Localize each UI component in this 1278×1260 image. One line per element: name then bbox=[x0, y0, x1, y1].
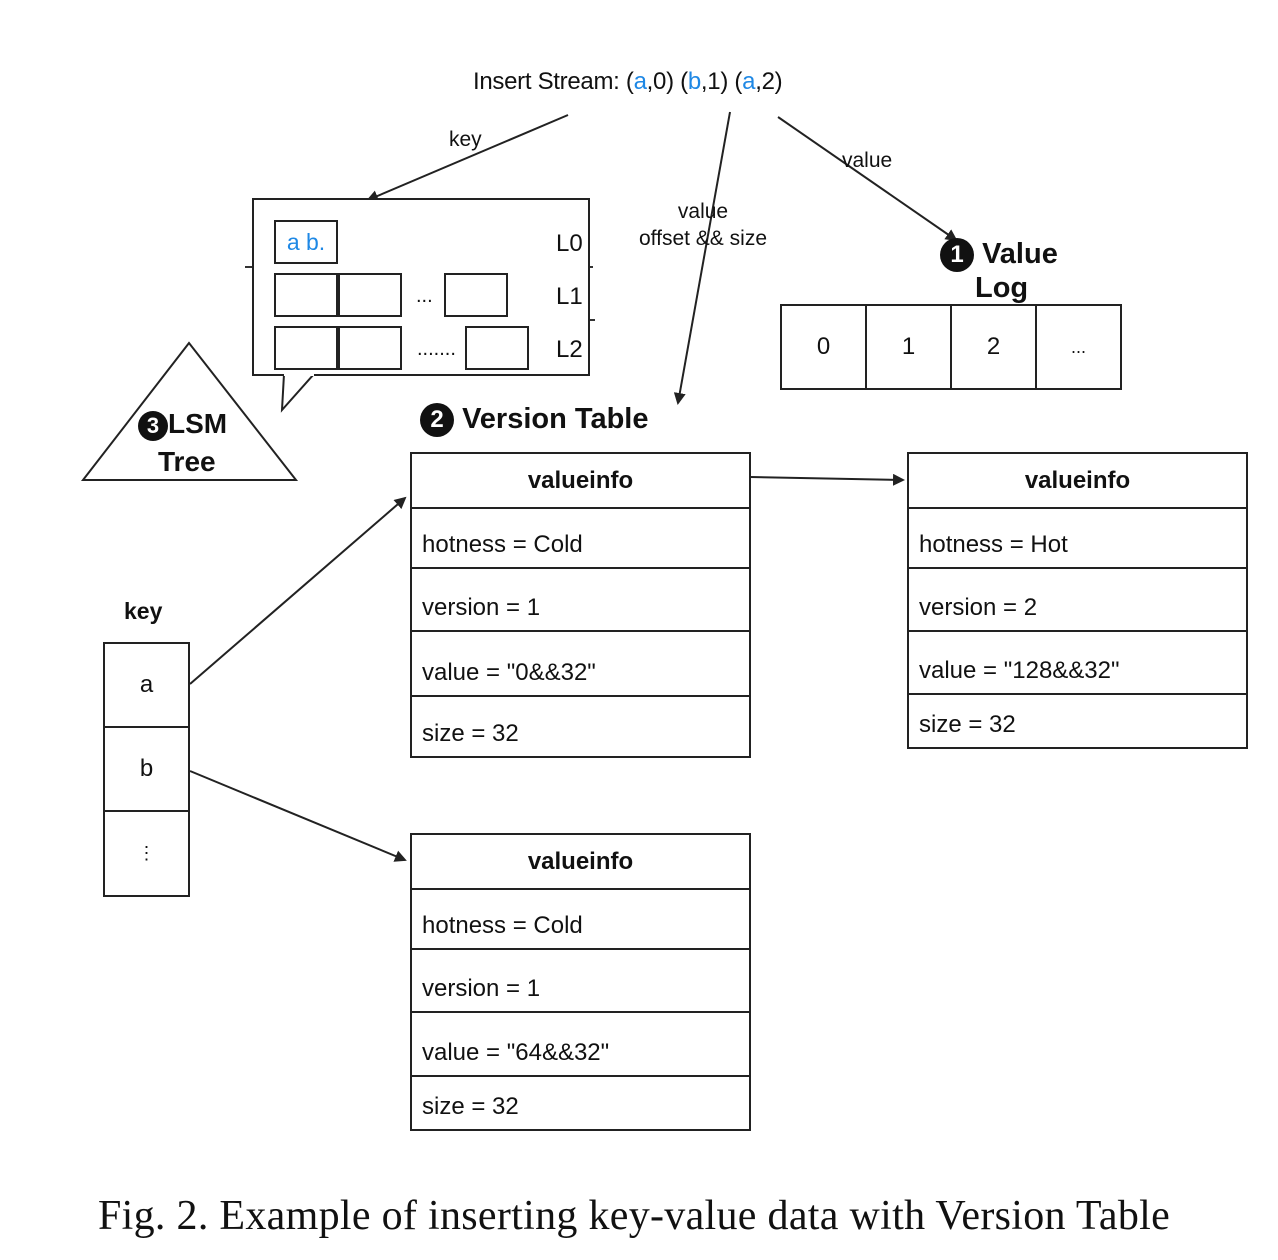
hotness-field: hotness = Cold bbox=[412, 890, 749, 950]
step-2-badge: 2 bbox=[420, 403, 454, 438]
valueinfo-header: valueinfo bbox=[909, 454, 1246, 509]
key-column-header: key bbox=[124, 598, 163, 624]
edge-label-key: key bbox=[449, 128, 482, 151]
log-slot: 0 bbox=[782, 306, 867, 388]
l1-sstable-cell bbox=[274, 273, 338, 317]
lsm-box-tail bbox=[280, 374, 316, 413]
size-field: size = 32 bbox=[422, 1093, 519, 1120]
l1-dots: ... bbox=[416, 285, 433, 307]
stream-key: a bbox=[742, 68, 756, 95]
edge-label-offset: value offset && size bbox=[638, 200, 767, 250]
value-log-title: 1 Value bbox=[940, 238, 1058, 273]
value-field: value = "0&&32" bbox=[412, 632, 749, 697]
version-field: version = 1 bbox=[412, 569, 749, 632]
lsm-tree-title-line2: Tree bbox=[158, 446, 216, 477]
stream-version: 0 bbox=[653, 68, 667, 95]
l1-sstable-cell bbox=[444, 273, 508, 317]
lsm-levels-box: a b. L0 ... L1 ....... L2 bbox=[252, 198, 590, 376]
arrow-value-to-log bbox=[777, 116, 958, 242]
insert-stream-label: Insert Stream: (a,0) (b,1) (a,2) bbox=[473, 68, 783, 95]
stream-key: a bbox=[633, 68, 647, 95]
stream-version: 1 bbox=[707, 68, 721, 95]
arrow-offset-to-version-table bbox=[673, 111, 731, 405]
figure-caption: Fig. 2. Example of inserting key-value d… bbox=[98, 1193, 1171, 1239]
l2-sstable-cell bbox=[465, 326, 529, 370]
value-log: 0 1 2 ... bbox=[780, 304, 1122, 390]
step-3-badge: 3 bbox=[138, 410, 168, 441]
l2-dots: ....... bbox=[417, 338, 456, 360]
stream-key: b bbox=[687, 68, 701, 95]
size-field: size = 32 bbox=[919, 711, 1016, 738]
valueinfo-a-v1: valueinfo hotness = Cold version = 1 val… bbox=[410, 452, 751, 758]
edge-label-value: value bbox=[842, 149, 893, 172]
value-field: value = "64&&32" bbox=[412, 1013, 749, 1077]
key-cell-a: a bbox=[105, 644, 188, 728]
valueinfo-header: valueinfo bbox=[412, 835, 749, 890]
key-cell-b: b bbox=[105, 728, 188, 812]
version-table-title: 2 Version Table bbox=[420, 403, 648, 438]
valueinfo-a-v2: valueinfo hotness = Hot version = 2 valu… bbox=[907, 452, 1248, 749]
step-1-badge: 1 bbox=[940, 238, 974, 273]
valueinfo-b-v1: valueinfo hotness = Cold version = 1 val… bbox=[410, 833, 751, 1131]
stream-version: 2 bbox=[761, 68, 775, 95]
insert-stream-prefix: Insert Stream: bbox=[473, 68, 626, 95]
hotness-field: hotness = Cold bbox=[412, 509, 749, 569]
level-label-l1: L1 bbox=[556, 283, 583, 310]
level-label-l2: L2 bbox=[556, 336, 583, 363]
version-field: version = 1 bbox=[412, 950, 749, 1013]
valueinfo-header: valueinfo bbox=[412, 454, 749, 509]
arrow-key-a-to-valueinfo bbox=[189, 496, 407, 685]
l1-sstable-cell bbox=[338, 273, 402, 317]
arrow-key-to-lsm bbox=[366, 114, 569, 202]
log-slot: 1 bbox=[867, 306, 952, 388]
l0-key-b: b. bbox=[306, 228, 326, 255]
lsm-tree-triangle bbox=[80, 341, 299, 481]
log-slot: ... bbox=[1070, 336, 1086, 357]
arrow-key-b-to-valueinfo bbox=[189, 770, 407, 862]
version-field: version = 2 bbox=[909, 569, 1246, 632]
size-field: size = 32 bbox=[422, 720, 519, 747]
hotness-field: hotness = Hot bbox=[909, 509, 1246, 569]
level-label-l0: L0 bbox=[556, 230, 583, 257]
l2-sstable-cell bbox=[274, 326, 338, 370]
value-field: value = "128&&32" bbox=[909, 632, 1246, 695]
key-column: a b ⋮ bbox=[103, 642, 190, 897]
arrow-valueinfo-chain bbox=[749, 473, 905, 486]
key-cell-more: ⋮ bbox=[137, 843, 156, 863]
value-log-title-line2: Log bbox=[975, 272, 1029, 304]
log-slot: 2 bbox=[952, 306, 1037, 388]
l0-key-a: a bbox=[286, 228, 300, 255]
l0-memtable-cell: a b. bbox=[274, 220, 338, 264]
l2-sstable-cell bbox=[338, 326, 402, 370]
